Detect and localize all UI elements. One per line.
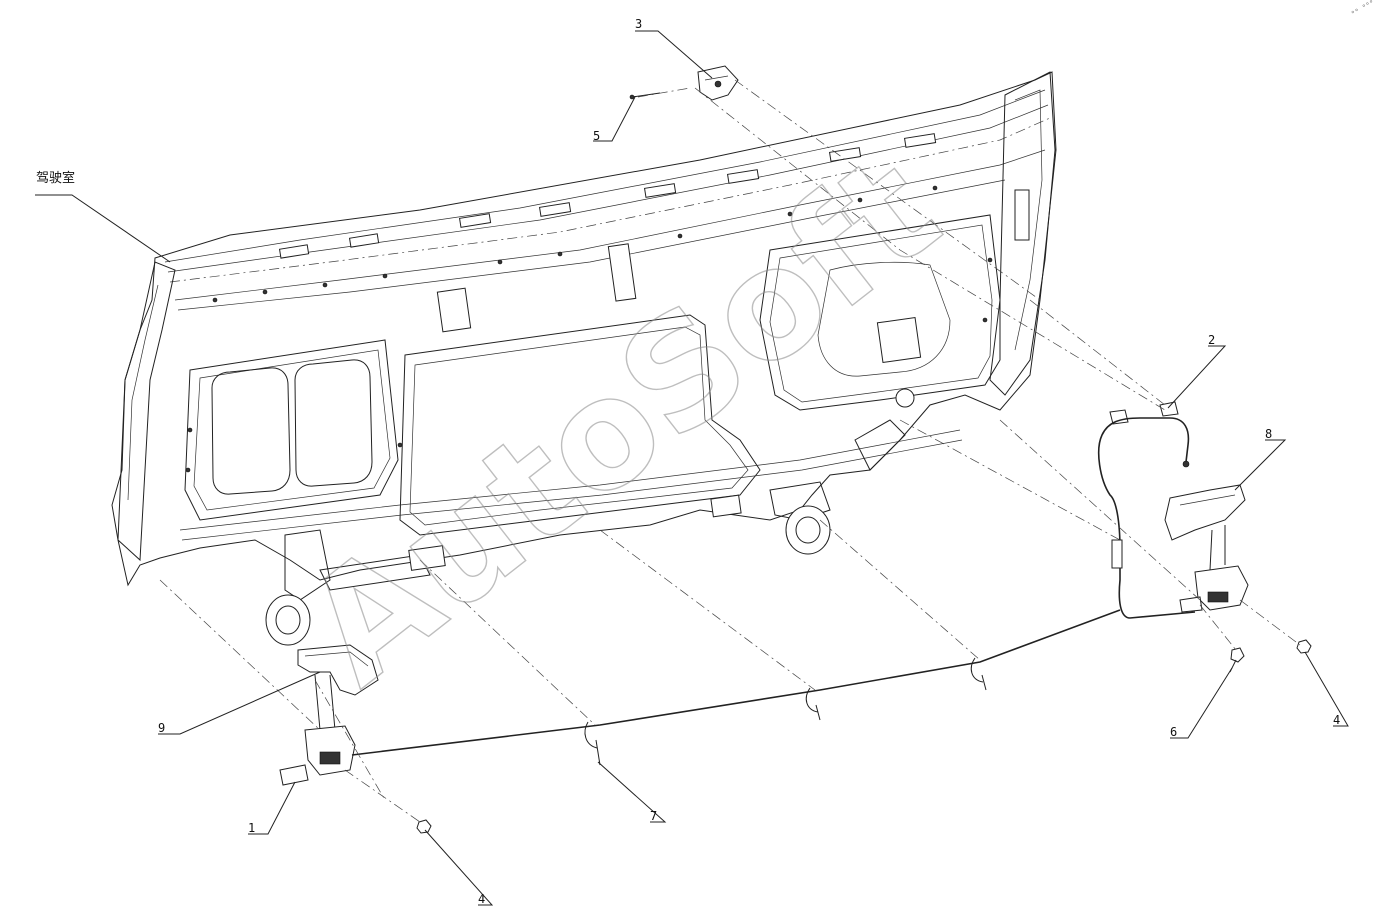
callout-7: 7 (650, 809, 657, 823)
roof-rail-slots (278, 133, 937, 259)
cab-back-panel (111, 71, 1057, 646)
assembly-lines (159, 79, 1301, 823)
callout-9: 9 (158, 721, 165, 735)
callout-5: 5 (593, 129, 600, 143)
callout-3: 3 (635, 17, 642, 31)
panel-holes (185, 185, 993, 473)
part-7-release-cable (351, 417, 1196, 766)
callout-6: 6 (1170, 725, 1177, 739)
cab-label: 驾驶室 (36, 170, 75, 186)
leader-lines (35, 30, 1349, 906)
callout-8: 8 (1265, 427, 1272, 441)
callout-1: 1 (248, 821, 255, 835)
callout-2: 2 (1208, 333, 1215, 347)
callout-4-right: 4 (1333, 713, 1340, 727)
part-5-screw (629, 92, 661, 100)
part-2-cable-clip (1109, 401, 1179, 425)
part-9-left-bracket (297, 644, 379, 731)
part-4-nut-right (1296, 639, 1312, 654)
part-8-right-bracket (1164, 484, 1246, 571)
right-lock (1179, 565, 1249, 613)
callout-4-bottom: 4 (478, 892, 485, 906)
watermark: AutoSoft (275, 122, 970, 718)
part-4-nut-left (416, 819, 432, 834)
part-1-left-lock (279, 725, 356, 786)
corner-mark: ᵒᵒ ᵒᵒᵒ (1350, 0, 1374, 18)
